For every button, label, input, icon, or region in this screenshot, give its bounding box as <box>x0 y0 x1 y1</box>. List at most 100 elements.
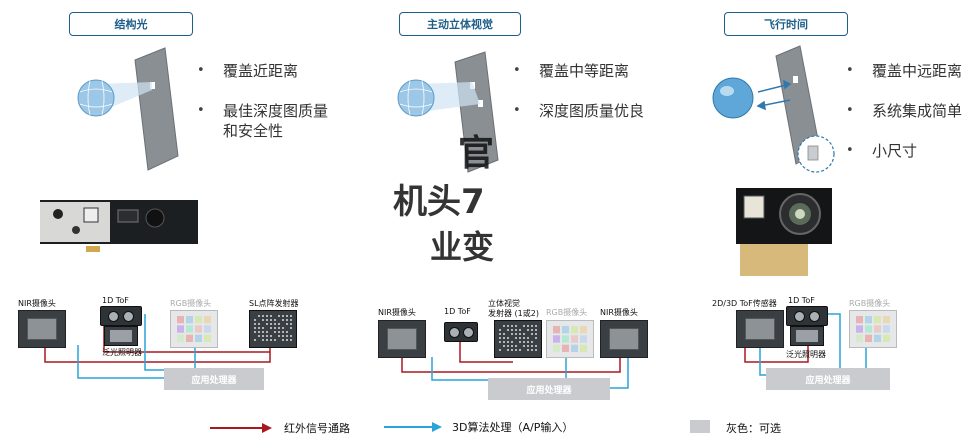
emitter-dot <box>515 349 517 351</box>
emitter-dot <box>519 333 521 335</box>
rgb-pattern <box>553 326 587 352</box>
bullet-item: 小尺寸 <box>846 141 976 161</box>
diagram2-emitter-label-2: 发射器 (1或2) <box>488 309 539 318</box>
diagram1-sl-label: SL点阵发射器 <box>249 299 299 308</box>
emitter-dot <box>282 327 284 329</box>
emitter-dot <box>258 327 260 329</box>
bullet-item: 最佳深度图质量和安全性 <box>197 101 333 141</box>
rgb-swatch <box>874 334 881 342</box>
emitter-dot <box>499 337 501 339</box>
rgb-swatch <box>177 316 184 324</box>
emitter-dot <box>523 325 525 327</box>
bullet-item: 覆盖近距离 <box>197 61 347 81</box>
emitter-dot <box>290 323 292 325</box>
diagram3-tof-label: 1D ToF <box>788 296 815 305</box>
rgb-swatch <box>186 325 193 333</box>
rgb-swatch <box>571 326 578 334</box>
diagram3-flood-illuminator <box>790 326 824 346</box>
emitter-dot <box>511 329 513 331</box>
emitter-dot <box>527 337 529 339</box>
emitter-dot <box>531 329 533 331</box>
legend-red-label: 红外信号通路 <box>284 422 350 435</box>
emitter-dot <box>507 341 509 343</box>
emitter-dot <box>515 345 517 347</box>
emitter-dot <box>503 341 505 343</box>
bullet-item: 深度图质量优良 <box>513 101 673 121</box>
emitter-dot <box>286 319 288 321</box>
rgb-swatch <box>195 334 202 342</box>
emitter-dot <box>258 315 260 317</box>
emitter-dot <box>266 323 268 325</box>
title-time-of-flight: 飞行时间 <box>724 12 848 36</box>
emitter-dot <box>274 319 276 321</box>
diagram3-rgb-label: RGB摄像头 <box>849 299 891 308</box>
diagram2-blue-path <box>431 357 629 389</box>
emitter-dot <box>511 345 513 347</box>
emitter-dot <box>527 325 529 327</box>
emitter-dot <box>507 349 509 351</box>
bullet-item: 覆盖中远距离 <box>846 61 976 81</box>
legend-blue-label: 3D算法处理（A/P输入） <box>452 421 574 434</box>
emitter-dot <box>523 337 525 339</box>
diagram3-tof-sensor-label: 2D/3D ToF传感器 <box>712 299 777 308</box>
bullets-active-stereo: 覆盖中等距离 深度图质量优良 <box>513 61 673 141</box>
emitter-dot <box>262 327 264 329</box>
emitter-dot <box>278 327 280 329</box>
emitter-dot <box>503 337 505 339</box>
emitter-dot <box>503 333 505 335</box>
emitter-dot <box>274 331 276 333</box>
dot-pattern <box>499 325 537 351</box>
emitter-dot <box>290 327 292 329</box>
emitter-dot <box>266 335 268 337</box>
emitter-dot <box>270 319 272 321</box>
emitter-dot <box>535 333 537 335</box>
emitter-dot <box>531 345 533 347</box>
rgb-swatch <box>874 316 881 324</box>
rgb-swatch <box>580 326 587 334</box>
emitter-dot <box>290 339 292 341</box>
emitter-dot <box>290 335 292 337</box>
emitter-dot <box>266 339 268 341</box>
emitter-dot <box>262 315 264 317</box>
rgb-swatch <box>195 325 202 333</box>
emitter-dot <box>262 319 264 321</box>
emitter-dot <box>527 349 529 351</box>
structured-light-module-photo <box>40 200 198 252</box>
rgb-pattern <box>177 316 211 342</box>
emitter-dot <box>503 325 505 327</box>
rgb-swatch <box>204 325 211 333</box>
diagram2-nir-camera-right <box>600 320 648 358</box>
rgb-swatch <box>177 334 184 342</box>
emitter-dot <box>531 349 533 351</box>
emitter-dot <box>254 331 256 333</box>
emitter-dot <box>519 329 521 331</box>
diagram1-flood-illuminator <box>104 326 138 346</box>
diagram3-flood-label: 泛光照明器 <box>786 350 826 359</box>
rgb-swatch <box>865 316 872 324</box>
emitter-dot <box>282 335 284 337</box>
diagram2-tof-label: 1D ToF <box>444 307 471 316</box>
emitter-dot <box>507 325 509 327</box>
rgb-swatch <box>562 326 569 334</box>
emitter-dot <box>286 339 288 341</box>
emitter-dot <box>274 339 276 341</box>
emitter-dot <box>507 345 509 347</box>
tof-module-photo <box>736 188 832 276</box>
emitter-dot <box>290 319 292 321</box>
emitter-dot <box>527 345 529 347</box>
emitter-dot <box>290 315 292 317</box>
diagram3-application-processor: 应用处理器 <box>766 368 890 390</box>
overlay-watermark-line3: 业变 <box>430 228 495 266</box>
emitter-dot <box>266 319 268 321</box>
emitter-dot <box>254 323 256 325</box>
emitter-dot <box>270 327 272 329</box>
rgb-swatch <box>553 344 560 352</box>
diagram2-nir-right-label: NIR摄像头 <box>600 308 638 317</box>
emitter-dot <box>535 325 537 327</box>
emitter-dot <box>499 329 501 331</box>
legend-blue-arrow <box>384 422 442 432</box>
diagram2-tof-sensor <box>444 322 478 342</box>
emitter-dot <box>531 341 533 343</box>
bullet-item: 覆盖中等距离 <box>513 61 673 81</box>
